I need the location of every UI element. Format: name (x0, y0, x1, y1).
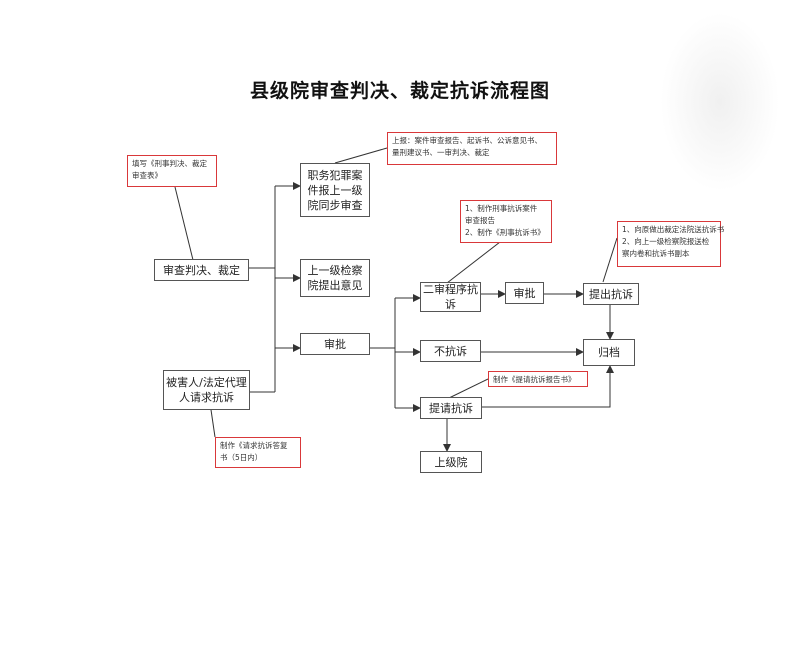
node-victim-request: 被害人/法定代理人请求抗诉 (163, 370, 250, 410)
scan-smudge (660, 12, 780, 192)
leader-make-request (446, 378, 489, 400)
arrow-request-archive (482, 365, 614, 408)
note-report: 上报：案件审查报告、起诉书、公诉意见书、量刑建议书、一审判决、裁定 (387, 132, 557, 165)
node-archive: 归档 (583, 339, 635, 366)
diagram-title: 县级院审查判决、裁定抗诉流程图 (249, 80, 550, 102)
node-upper-opinion: 上一级检察院提出意见 (300, 259, 370, 297)
node-no-protest: 不抗诉 (420, 340, 481, 362)
leader-make-report (446, 241, 501, 284)
node-review-judgment: 审查判决、裁定 (154, 259, 249, 281)
note-fill-form: 填写《刑事判决、裁定审查表》 (127, 155, 217, 187)
note-make-reply: 制作《请求抗诉答复书（5日内） (215, 437, 301, 468)
node-file-protest: 提出抗诉 (583, 283, 639, 305)
node-request-protest: 提请抗诉 (420, 397, 482, 419)
node-second-instance: 二审程序抗诉 (420, 282, 481, 312)
node-upper-court: 上级院 (420, 451, 482, 473)
note-make-request: 制作《提请抗诉报告书》 (488, 371, 588, 387)
node-approve2: 审批 (505, 282, 544, 304)
node-staff-report: 职务犯罪案件报上一级院同步审查 (300, 163, 370, 217)
leader-submit (602, 237, 618, 283)
leader-fill-form (174, 186, 194, 261)
leader-report (334, 147, 388, 164)
node-approval: 审批 (300, 333, 370, 355)
